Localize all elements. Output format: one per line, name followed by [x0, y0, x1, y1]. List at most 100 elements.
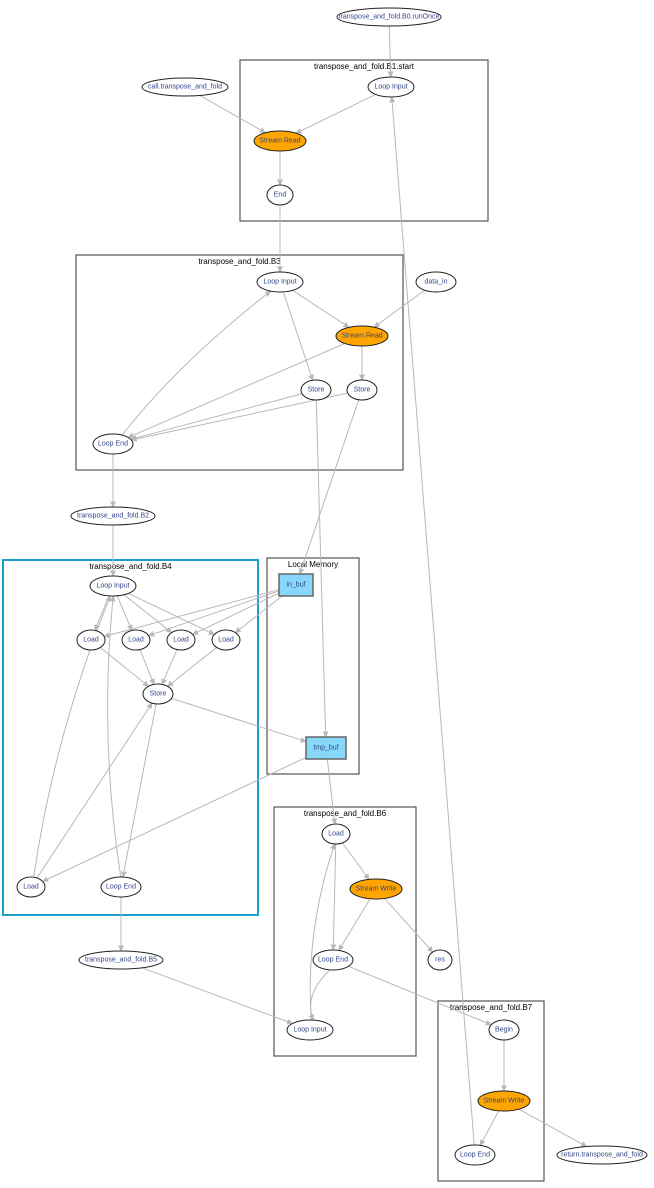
node-shape	[477, 1090, 531, 1112]
node-b4l5[interactable]: Load	[16, 876, 46, 898]
node-b7sw[interactable]: Stream Write	[477, 1090, 531, 1112]
node-shape	[100, 876, 142, 898]
node-shape	[78, 950, 164, 970]
node-inbuf[interactable]: in_buf	[278, 573, 314, 597]
edge-b4l5-to-b4st	[36, 702, 153, 879]
cluster-border	[75, 254, 404, 471]
cluster-lm: Local Memory	[266, 557, 360, 775]
node-tmpbuf[interactable]: tmp_buf	[305, 736, 347, 760]
node-b5[interactable]: transpose_and_fold.B5	[78, 950, 164, 970]
node-shape	[488, 1019, 520, 1041]
node-label: Store	[308, 387, 325, 394]
edge-inbuf-to-b4l4	[234, 595, 283, 633]
node-shape	[256, 271, 304, 293]
node-shape	[454, 1144, 496, 1166]
node-b6le[interactable]: Loop End	[312, 949, 354, 971]
node-label: Stream Read	[341, 333, 382, 340]
edge-b6le-to-b6li	[308, 969, 331, 1021]
edge-b7le-to-b1li	[389, 96, 475, 1146]
node-b4st[interactable]: Store	[142, 683, 174, 705]
edge-b4st-to-b4le	[120, 703, 157, 878]
node-b4l4[interactable]: Load	[211, 629, 241, 651]
node-shape	[16, 876, 46, 898]
node-b4li[interactable]: Loop Input	[89, 575, 137, 597]
node-b3st2[interactable]: Store	[346, 379, 378, 401]
node-shape	[211, 629, 241, 651]
node-b0[interactable]: transpose_and_fold.B0.runOnce	[336, 7, 442, 27]
node-b4l1[interactable]: Load	[76, 629, 106, 651]
node-call[interactable]: call.transpose_and_fold	[141, 77, 229, 97]
node-b2[interactable]: transpose_and_fold.B2	[70, 506, 156, 526]
node-b3li[interactable]: Loop Input	[256, 271, 304, 293]
node-shape	[92, 433, 134, 455]
node-b6ld[interactable]: Load	[321, 823, 351, 845]
edge-b3le-to-b3li	[121, 290, 272, 436]
node-b6sw[interactable]: Stream Write	[349, 878, 403, 900]
edge-b3li-to-b3sr	[292, 289, 350, 328]
node-label: res	[435, 957, 445, 964]
edge-b4l2-to-b4st	[139, 649, 155, 685]
node-b1li[interactable]: Loop Input	[367, 76, 415, 98]
node-datain[interactable]: data_in	[415, 271, 457, 293]
edge-b4le-to-b4li	[107, 595, 122, 878]
node-label: call.transpose_and_fold	[148, 84, 222, 91]
node-shape	[121, 629, 151, 651]
edge-b6ld-to-b6le	[330, 843, 337, 951]
node-shape	[141, 77, 229, 97]
edge-b6sw-to-res	[384, 898, 434, 953]
node-label: Loop End	[318, 957, 348, 964]
edge-b4l1-to-b4st	[99, 647, 149, 687]
node-shape	[335, 325, 389, 347]
node-b3sr[interactable]: Stream Read	[335, 325, 389, 347]
node-b1end[interactable]: End	[266, 184, 294, 206]
cluster-title: transpose_and_fold.B1.start	[314, 62, 415, 71]
node-b3st1[interactable]: Store	[300, 379, 332, 401]
cluster-b7: transpose_and_fold.B7	[437, 1000, 545, 1182]
node-b1sr[interactable]: Stream Read	[253, 130, 307, 152]
edge-b4li-to-b4l1	[94, 595, 110, 631]
node-ret[interactable]: return.transpose_and_fold	[556, 1145, 648, 1165]
node-b4l2[interactable]: Load	[121, 629, 151, 651]
edge-b4st-to-tmpbuf	[171, 697, 307, 743]
cluster-border	[239, 59, 489, 222]
node-shape	[142, 683, 174, 705]
node-res[interactable]: res	[427, 949, 453, 971]
node-b6li[interactable]: Loop Input	[286, 1019, 334, 1041]
node-b7le[interactable]: Loop End	[454, 1144, 496, 1166]
node-b4le[interactable]: Loop End	[100, 876, 142, 898]
node-label: Load	[83, 637, 99, 644]
node-shape	[253, 130, 307, 152]
node-b7begin[interactable]: Begin	[488, 1019, 520, 1041]
cluster-title: transpose_and_fold.B3	[198, 257, 281, 266]
node-shape	[312, 949, 354, 971]
node-shape	[367, 76, 415, 98]
node-shape	[266, 184, 294, 206]
node-label: Load	[173, 637, 189, 644]
cluster-title: Local Memory	[288, 560, 338, 569]
edge-b5-to-b6li	[141, 967, 294, 1025]
edge-b1li-to-b1sr	[295, 94, 376, 134]
node-shape	[166, 629, 196, 651]
node-b4l3[interactable]: Load	[166, 629, 196, 651]
cluster-b3: transpose_and_fold.B3	[75, 254, 404, 471]
node-label: return.transpose_and_fold	[561, 1152, 643, 1159]
node-shape	[278, 573, 314, 597]
node-label: Load	[23, 884, 39, 891]
node-shape	[286, 1019, 334, 1041]
node-shape	[89, 575, 137, 597]
cluster-b1: transpose_and_fold.B1.start	[239, 59, 489, 222]
edge-b3st1-to-b3le	[130, 393, 303, 441]
node-label: Store	[150, 691, 167, 698]
edge-b3st2-to-inbuf	[298, 399, 360, 575]
node-label: Loop End	[106, 884, 136, 891]
cluster-title: transpose_and_fold.B4	[89, 562, 172, 571]
node-label: Stream Write	[484, 1098, 525, 1105]
node-shape	[321, 823, 351, 845]
node-b3le[interactable]: Loop End	[92, 433, 134, 455]
node-shape	[300, 379, 332, 401]
edge-inbuf-to-b4l2	[148, 590, 280, 637]
node-label: transpose_and_fold.B0.runOnce	[339, 14, 440, 21]
node-label: Loop End	[98, 441, 128, 448]
edge-inbuf-to-b4l1	[103, 589, 280, 638]
